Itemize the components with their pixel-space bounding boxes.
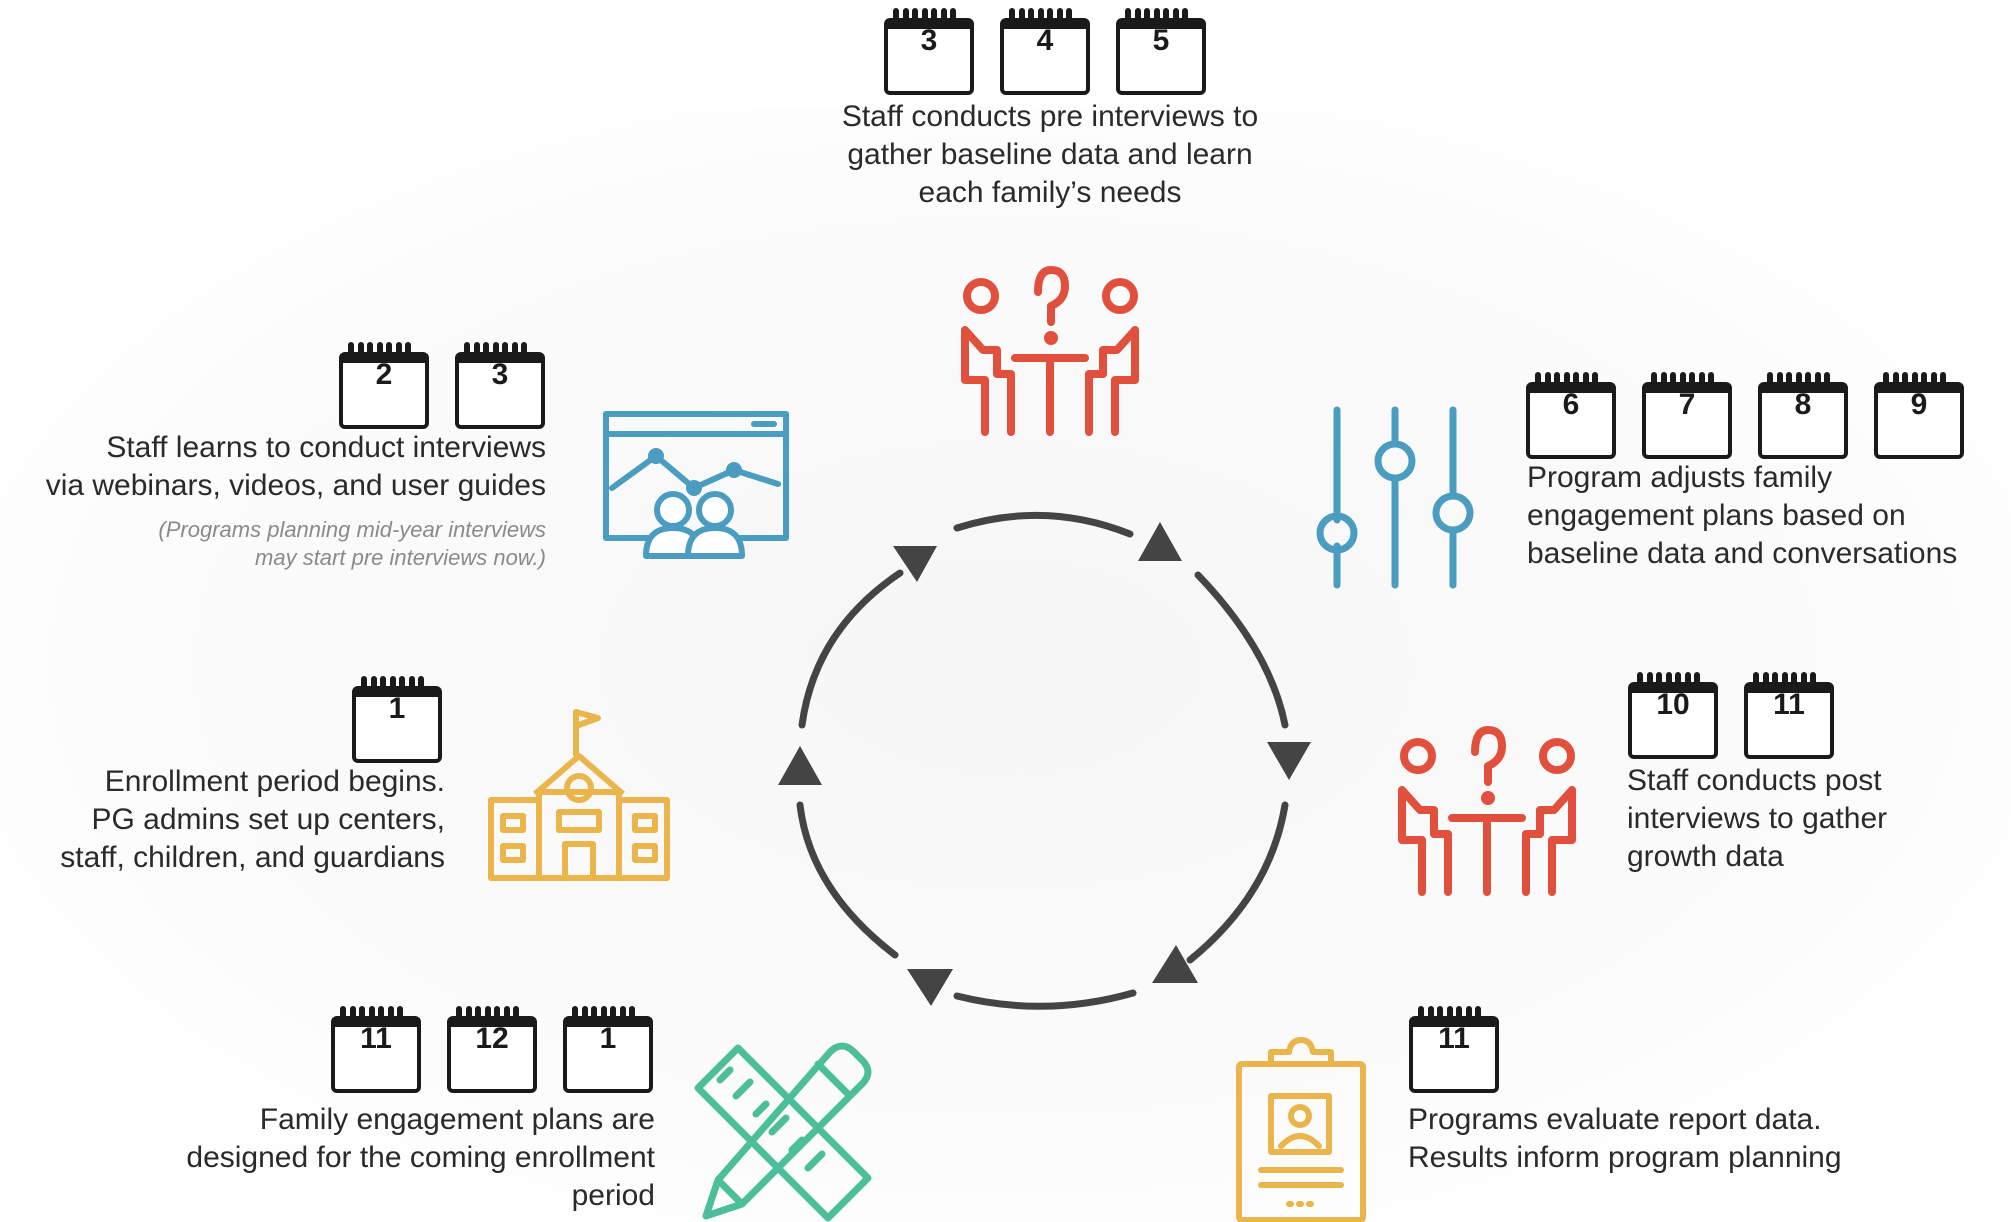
step-text-evaluate: Programs evaluate report data. Results in… [1408, 1101, 1968, 1177]
step-text-line: baseline data and conversations [1527, 537, 1958, 570]
step-text-adjust-plans: Program adjusts family engagement plans b… [1527, 459, 2007, 573]
calendar-icon: 8 [1758, 372, 1848, 459]
month-number: 3 [491, 358, 509, 391]
step-text-line: Staff conducts post [1627, 764, 1882, 797]
calendar-icon: 4 [1000, 8, 1090, 95]
month-number: 3 [920, 24, 938, 57]
month-number: 1 [388, 692, 406, 725]
month-number: 2 [375, 358, 393, 391]
step-text-line: each family’s needs [918, 176, 1182, 209]
month-number: 12 [475, 1022, 509, 1055]
month-number: 6 [1562, 388, 1580, 421]
cycle-arc-upper-right [1194, 571, 1289, 729]
calendar-icon: 10 [1628, 672, 1718, 759]
step-text-line: Family engagement plans are [259, 1103, 655, 1136]
calendar-icon: 7 [1642, 372, 1732, 459]
step-text-line: staff, children, and guardians [60, 841, 445, 874]
cycle-arc-upper-left [798, 569, 904, 729]
calendar-icon: 1 [352, 676, 442, 763]
calendar-icon: 12 [447, 1006, 537, 1093]
cycle-arrow-right [1267, 742, 1311, 780]
months-post-interviews: 10 11 [1628, 672, 1834, 759]
step-text-line: interviews to gather [1627, 802, 1888, 835]
step-text-line: Program adjusts family [1527, 461, 1833, 494]
cycle-arrow-bottom-left [907, 969, 953, 1006]
step-note-line: (Programs planning mid-year interviews [158, 517, 546, 542]
cycle-arrow-bottom-right [1152, 945, 1198, 983]
month-number: 1 [599, 1022, 617, 1055]
calendar-icon: 1 [563, 1006, 653, 1093]
calendar-icon: 6 [1526, 372, 1616, 459]
month-number: 7 [1678, 388, 1696, 421]
step-text-line: Staff conducts pre interviews to [841, 100, 1259, 133]
step-text-line: growth data [1627, 840, 1784, 873]
month-number: 11 [360, 1022, 392, 1055]
calendar-icon: 11 [1409, 1006, 1499, 1093]
school-icon [488, 709, 670, 881]
months-adjust-plans: 6 7 8 9 [1526, 372, 1964, 459]
month-number: 5 [1152, 24, 1170, 57]
step-text-line: designed for the coming enrollment [186, 1141, 655, 1174]
months-evaluate: 11 [1409, 1006, 1499, 1093]
step-text-line: Results inform program planning [1408, 1141, 1842, 1174]
cycle-arc-lower-right [1186, 801, 1289, 964]
cycle-arrow-top-right [1138, 522, 1182, 561]
calendar-icon: 3 [884, 8, 974, 95]
months-enrollment: 1 [352, 676, 442, 763]
cycle-arrow-top-left [893, 546, 937, 582]
calendar-icon: 3 [455, 342, 545, 429]
cycle-arrow-left [778, 746, 822, 785]
step-text-line: Programs evaluate report data. [1408, 1103, 1822, 1136]
cycle-arc-bottom [953, 989, 1137, 1010]
step-text-pre-interviews: Staff conducts pre interviews to gather b… [780, 98, 1320, 212]
step-text-line: period [571, 1179, 655, 1212]
step-note-line: may start pre interviews now.) [255, 545, 546, 570]
cycle-arc-lower-left [796, 801, 899, 959]
step-text-post-interviews: Staff conducts post interviews to gather g… [1627, 762, 2007, 876]
step-text-line: Staff learns to conduct interviews [106, 431, 546, 464]
interview-icon [961, 266, 1139, 436]
step-text-line: gather baseline data and learn [847, 138, 1253, 171]
step-text-line: Enrollment period begins. [104, 765, 445, 798]
months-pre-interviews: 3 4 5 [884, 8, 1206, 95]
months-design-plans: 11 12 1 [331, 1006, 653, 1093]
sliders-icon [1316, 406, 1474, 589]
ruler-pencil-icon [694, 1042, 872, 1222]
calendar-icon: 11 [1744, 672, 1834, 759]
month-number: 11 [1773, 688, 1805, 721]
calendar-icon: 5 [1116, 8, 1206, 95]
month-number: 8 [1794, 388, 1812, 421]
calendar-icon: 11 [331, 1006, 421, 1093]
webinar-icon [603, 411, 789, 559]
step-text-line: PG admins set up centers, [91, 803, 446, 836]
calendar-icon: 9 [1874, 372, 1964, 459]
step-text-enrollment: Enrollment period begins. PG admins set u… [10, 763, 445, 877]
interview-icon [1398, 726, 1576, 896]
clipboard-icon [1236, 1037, 1366, 1222]
calendar-icon: 2 [339, 342, 429, 429]
month-number: 11 [1438, 1022, 1470, 1055]
cycle-arc-top [953, 511, 1134, 538]
step-note-training: (Programs planning mid-year interviews ma… [60, 516, 546, 572]
month-number: 4 [1036, 24, 1054, 57]
step-text-line: engagement plans based on [1527, 499, 1906, 532]
month-number: 9 [1910, 388, 1928, 421]
step-text-design-plans: Family engagement plans are designed for … [100, 1101, 655, 1215]
step-text-training: Staff learns to conduct interviews via we… [0, 429, 546, 505]
step-text-line: via webinars, videos, and user guides [45, 469, 546, 502]
month-number: 10 [1656, 688, 1690, 721]
